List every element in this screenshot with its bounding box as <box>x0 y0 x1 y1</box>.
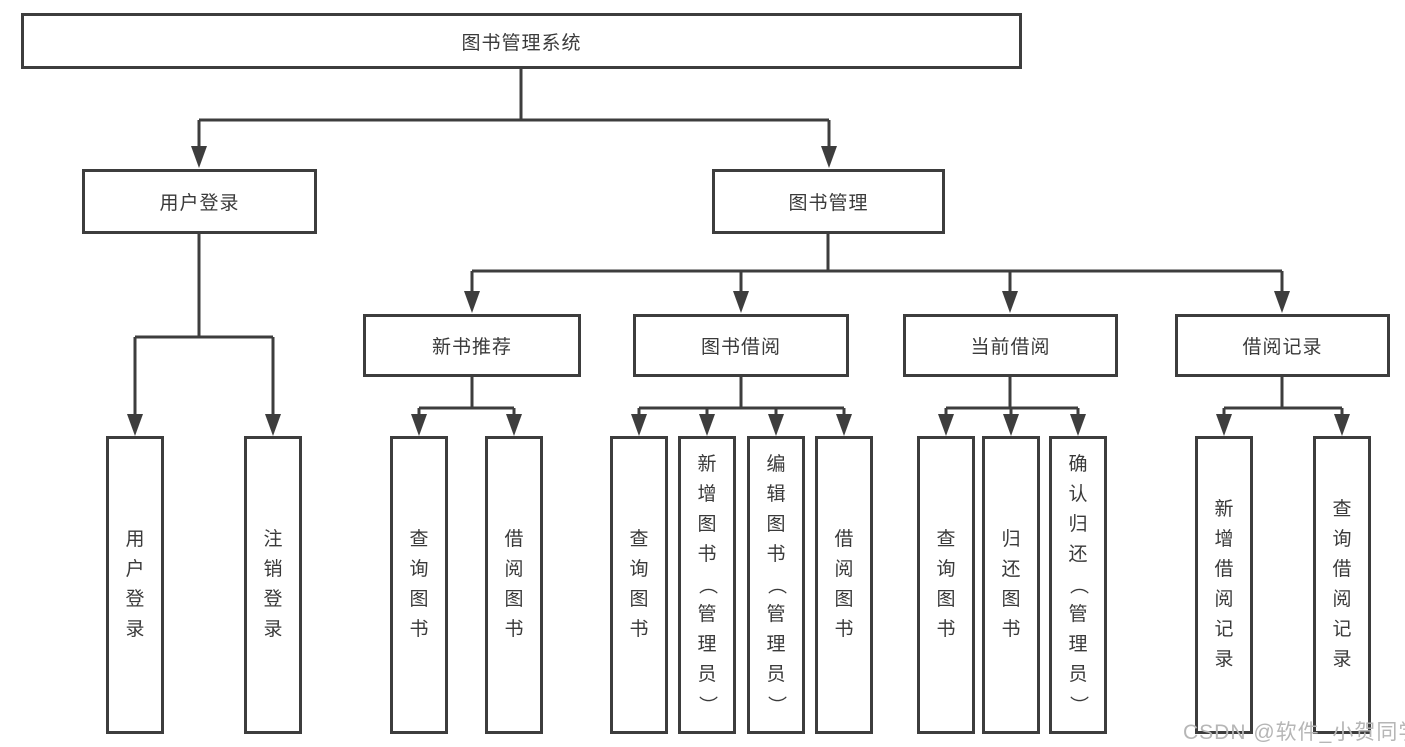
node-label: 图书管理 <box>788 193 869 214</box>
node-user-login: 用户登录 <box>82 169 317 234</box>
leaf-label: 借阅图书 <box>834 529 854 640</box>
leaf-borrow-add-books: 新增图书（管理员） <box>678 436 736 734</box>
borrow-records-children-connectors <box>1216 376 1350 436</box>
leaf-label: 查询图书 <box>409 529 429 640</box>
book-borrow-children-connectors <box>631 376 852 436</box>
watermark: CSDN @软件_小贺同学 <box>1183 721 1405 744</box>
leaf-label: 用户登录 <box>125 529 145 640</box>
leaf-label: 确认归还（管理员） <box>1067 454 1089 715</box>
leaf-label: 归还图书 <box>1001 529 1021 640</box>
leaf-records-query-record: 查询借阅记录 <box>1313 436 1371 734</box>
node-label: 借阅记录 <box>1242 337 1323 358</box>
leaf-current-confirm-return: 确认归还（管理员） <box>1049 436 1107 734</box>
node-label: 用户登录 <box>159 193 240 214</box>
leaf-newbook-borrow-books: 借阅图书 <box>485 436 543 734</box>
leaf-borrow-borrow-books: 借阅图书 <box>815 436 873 734</box>
node-book-management: 图书管理 <box>712 169 945 234</box>
leaf-label: 查询图书 <box>629 529 649 640</box>
leaf-label: 查询借阅记录 <box>1332 499 1352 670</box>
root-to-branches-connectors <box>191 69 837 168</box>
book-management-children-connectors <box>464 233 1290 313</box>
node-label: 图书借阅 <box>700 337 781 358</box>
leaf-logout-login: 注销登录 <box>244 436 302 734</box>
leaf-user-login: 用户登录 <box>106 436 164 734</box>
leaf-label: 借阅图书 <box>504 529 524 640</box>
leaf-newbook-query-books: 查询图书 <box>390 436 448 734</box>
node-label: 图书管理系统 <box>461 32 582 54</box>
user-login-children-connectors <box>127 233 281 436</box>
leaf-records-add-record: 新增借阅记录 <box>1195 436 1253 734</box>
leaf-borrow-edit-books: 编辑图书（管理员） <box>747 436 805 734</box>
leaf-label: 新增借阅记录 <box>1214 499 1234 670</box>
leaf-current-return-books: 归还图书 <box>982 436 1040 734</box>
node-current-borrow: 当前借阅 <box>903 314 1118 377</box>
node-new-book-recommend: 新书推荐 <box>363 314 581 377</box>
leaf-label: 编辑图书（管理员） <box>765 454 787 715</box>
current-borrow-children-connectors <box>938 376 1086 436</box>
node-root: 图书管理系统 <box>21 13 1022 69</box>
new-book-recommend-children-connectors <box>411 376 522 436</box>
leaf-label: 新增图书（管理员） <box>696 454 718 715</box>
leaf-label: 查询图书 <box>936 529 956 640</box>
node-borrow-records: 借阅记录 <box>1175 314 1390 377</box>
leaf-current-query-books: 查询图书 <box>917 436 975 734</box>
node-label: 新书推荐 <box>431 337 512 358</box>
leaf-label: 注销登录 <box>263 529 283 640</box>
leaf-borrow-query-books: 查询图书 <box>610 436 668 734</box>
node-book-borrow: 图书借阅 <box>633 314 849 377</box>
node-label: 当前借阅 <box>970 337 1051 358</box>
